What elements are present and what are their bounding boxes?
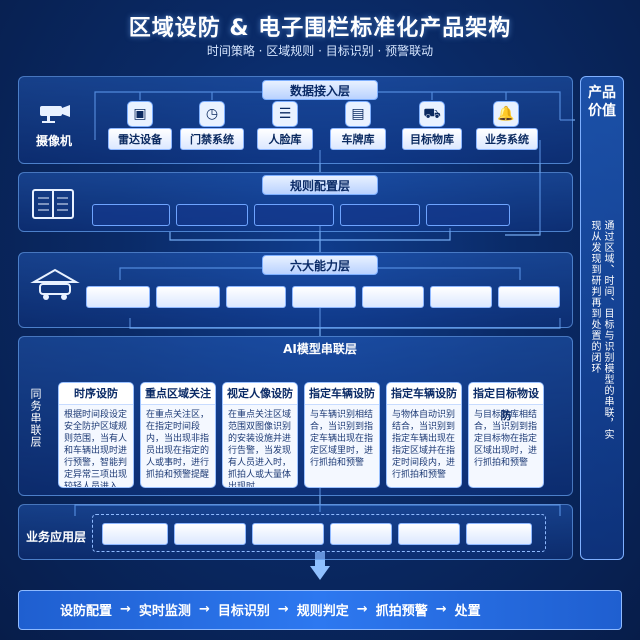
app-items-group (92, 514, 546, 552)
flow-step-1: 设防配置 (60, 604, 113, 619)
flow-arrow-icon: → (356, 602, 368, 617)
page-title: 区域设防 & 电子围栏标准化产品架构 (128, 16, 512, 41)
app-item-vehicle-control[interactable] (252, 523, 324, 545)
ai-card-person[interactable]: 视定人像设防 在重点关注区域范围双图像识别的安装设施并进行告警，当发现有人员进入… (222, 382, 298, 488)
flow-step-3: 目标识别 (217, 604, 270, 619)
rule-item-target[interactable] (254, 204, 334, 226)
flow-arrow-icon: → (277, 602, 289, 617)
flow-step-4: 规则判定 (296, 604, 349, 619)
clock-icon: ◷ (199, 101, 225, 127)
data-item-business[interactable]: 业务系统 (476, 128, 538, 150)
ai-card-body: 根据时间段设定安全防护区域规则范围，当有人和车辆出现时进行预警，智能判定异常三项… (64, 410, 128, 488)
ability-intrusion[interactable] (430, 286, 492, 308)
flow-step-6: 处置 (454, 604, 481, 619)
camera-icon (34, 100, 74, 126)
rule-layer-tag: 规则配置层 (262, 175, 378, 195)
ability-layer-tag: 六大能力层 (262, 255, 378, 275)
ai-side-label: 同务串联层 (29, 388, 42, 448)
ability-behavior[interactable] (498, 286, 560, 308)
ai-card-vehicle-a[interactable]: 指定车辆设防 与车辆识别相结合，当识别到指定车辆出现在指定区域里时，进行抓拍和预… (304, 382, 380, 488)
app-item-intrusion[interactable] (102, 523, 168, 545)
ai-card-body: 与物体自动识别结合，当识别到指定车辆出现在指定区域并在指定时间段内，进行抓拍和预… (392, 410, 456, 480)
id-card-icon: ☰ (272, 101, 298, 127)
ai-card-body: 与目标物库相结合，当识别到指定目标物在指定区域出现时，进行抓拍和预警 (474, 410, 538, 468)
flow-bar (18, 590, 622, 630)
ai-card-title: 指定车辆设防 (305, 383, 379, 405)
bell-icon: 🔔 (493, 101, 519, 127)
flow-steps: 设防配置 → 实时监测 → 目标识别 → 规则判定 → 抓拍预警 → 处置 (60, 600, 620, 619)
ability-plate[interactable] (156, 286, 220, 308)
ai-card-body: 在重点关注区域范围双图像识别的安装设施并进行告警，当发现有人员进入时，抓拍人或大… (228, 410, 292, 488)
ai-layer-tag: AI模型串联层 (283, 342, 357, 356)
flow-arrow-icon: → (435, 602, 447, 617)
flow-arrow-icon: → (198, 602, 210, 617)
ability-track[interactable] (362, 286, 424, 308)
down-arrow-icon (310, 566, 330, 580)
app-item-report[interactable] (466, 523, 532, 545)
car-icon: ⛟ (419, 101, 445, 127)
ability-face[interactable] (86, 286, 150, 308)
ai-card-title: 时序设防 (59, 383, 133, 405)
data-item-access[interactable]: 门禁系统 (180, 128, 244, 150)
rule-item-disposal[interactable] (426, 204, 510, 226)
ai-card-focus-area[interactable]: 重点区域关注 在重点关注区，在指定时间段内，当出现非指员出现在指定的人或事时，进… (140, 382, 216, 488)
data-item-plate-db[interactable]: 车牌库 (330, 128, 386, 150)
data-layer-tag: 数据接入层 (262, 80, 378, 100)
data-item-object-db[interactable]: 目标物库 (402, 128, 462, 150)
ability-body[interactable] (226, 286, 286, 308)
app-item-person-control[interactable] (174, 523, 246, 545)
rule-item-time[interactable] (176, 204, 248, 226)
flow-arrow-icon: → (120, 602, 131, 617)
value-panel-text: 通过区域、时间、目标与识别模型的串联，实现从发现到研判再到处置的闭环 (589, 220, 613, 440)
ai-card-title: 指定车辆设防 (387, 383, 461, 405)
app-layer-label: 业务应用层 (26, 530, 87, 544)
camera-label: 摄像机 (35, 134, 72, 148)
value-panel-title: 产品价值 (588, 85, 616, 119)
flow-step-5: 抓拍预警 (375, 604, 428, 619)
flow-step-2: 实时监测 (138, 604, 191, 619)
value-panel (580, 76, 624, 560)
app-item-dispatch[interactable] (398, 523, 460, 545)
vehicle-gate-icon (30, 264, 80, 304)
ai-card-title: 指定目标物设防 (469, 383, 543, 422)
ai-card-object[interactable]: 指定目标物设防 与目标物库相结合，当识别到指定目标物在指定区域出现时，进行抓拍和… (468, 382, 544, 488)
rule-item-area[interactable] (92, 204, 170, 226)
ai-card-body: 与车辆识别相结合，当识别到指定车辆出现在指定区域里时，进行抓拍和预警 (310, 410, 374, 468)
rule-item-threshold[interactable] (340, 204, 420, 226)
radar-icon: ▣ (127, 101, 153, 127)
ai-card-title: 视定人像设防 (223, 383, 297, 405)
ai-card-body: 在重点关注区，在指定时间段内，当出现非指员出现在指定的人或事时，进行抓拍和预警提… (146, 410, 210, 480)
data-item-face-db[interactable]: 人脸库 (257, 128, 313, 150)
ai-card-title: 重点区域关注 (141, 383, 215, 405)
ai-card-time[interactable]: 时序设防 根据时间段设定安全防护区域规则范围，当有人和车辆出现时进行预警，智能判… (58, 382, 134, 488)
data-item-radar[interactable]: 雷达设备 (108, 128, 172, 150)
plate-icon: ▤ (345, 101, 371, 127)
ability-vehicle[interactable] (292, 286, 356, 308)
page-subtitle: 时间策略 · 区域规则 · 目标识别 · 预警联动 (206, 44, 434, 58)
document-icon (30, 186, 76, 222)
app-item-perimeter[interactable] (330, 523, 392, 545)
ai-card-vehicle-b[interactable]: 指定车辆设防 与物体自动识别结合，当识别到指定车辆出现在指定区域并在指定时间段内… (386, 382, 462, 488)
